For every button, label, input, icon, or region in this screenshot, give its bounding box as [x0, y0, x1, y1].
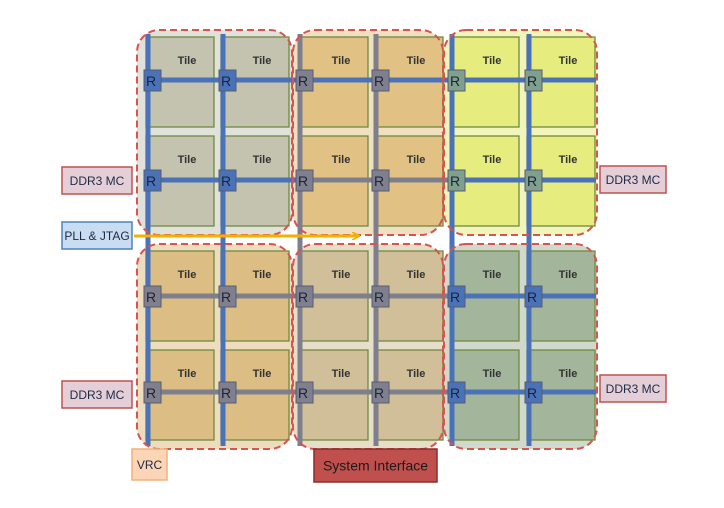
tile-label: Tile	[178, 368, 197, 380]
pll-jtag-block-label: PLL & JTAG	[64, 229, 129, 243]
router	[295, 381, 314, 404]
router-label: R	[298, 73, 308, 89]
router	[524, 381, 543, 404]
tile-label: Tile	[483, 55, 502, 67]
tile-label: Tile	[407, 368, 426, 380]
router	[371, 69, 390, 92]
tile-label: Tile	[559, 55, 578, 67]
router	[143, 285, 162, 308]
router	[295, 69, 314, 92]
router	[447, 69, 466, 92]
router-label: R	[298, 289, 308, 305]
vrc-block-label: VRC	[137, 458, 163, 472]
router-label: R	[146, 73, 156, 89]
router-label: R	[298, 385, 308, 401]
router	[371, 285, 390, 308]
router	[295, 169, 314, 192]
tile-label: Tile	[483, 368, 502, 380]
tile-label: Tile	[178, 55, 197, 67]
tile-label: Tile	[332, 154, 351, 166]
router-label: R	[450, 289, 460, 305]
router-label: R	[374, 173, 384, 189]
tile-label: Tile	[253, 55, 272, 67]
ddr3-mc-right-bottom-label: DDR3 MC	[606, 382, 661, 396]
tile-label: Tile	[178, 154, 197, 166]
tile-label: Tile	[253, 269, 272, 281]
router	[371, 169, 390, 192]
tile-label: Tile	[407, 269, 426, 281]
tile-label: Tile	[559, 154, 578, 166]
routers: R R R R R R R R R R R R R R R R R R R R R R R R	[143, 69, 543, 404]
router-label: R	[221, 73, 231, 89]
quadrant-top-right-outline	[443, 29, 598, 236]
tile-label: Tile	[407, 55, 426, 67]
tile-label: Tile	[332, 55, 351, 67]
router	[524, 169, 543, 192]
ddr3-mc-left-top	[61, 166, 133, 195]
router-label: R	[221, 385, 231, 401]
router-label: R	[146, 289, 156, 305]
router-label: R	[450, 385, 460, 401]
tile-label: Tile	[332, 269, 351, 281]
ddr3-mc-left-top-label: DDR3 MC	[70, 174, 125, 188]
router	[371, 381, 390, 404]
router-label: R	[146, 385, 156, 401]
tile-label: Tile	[483, 154, 502, 166]
router	[218, 69, 237, 92]
tile-label: Tile	[178, 269, 197, 281]
system-interface-block-label: System Interface	[323, 458, 428, 474]
router-label: R	[298, 173, 308, 189]
router	[218, 169, 237, 192]
system-interface-block	[313, 448, 438, 483]
tile-label: Tile	[407, 154, 426, 166]
router-label: R	[221, 173, 231, 189]
router-label: R	[527, 289, 537, 305]
router-label: R	[527, 173, 537, 189]
router	[143, 69, 162, 92]
vrc-block	[131, 448, 168, 481]
router	[524, 285, 543, 308]
router	[143, 169, 162, 192]
tile-label: Tile	[559, 269, 578, 281]
tile-label: Tile	[253, 154, 272, 166]
pll-jtag-block	[61, 221, 133, 250]
tile-label: Tile	[559, 368, 578, 380]
ddr3-mc-right-top	[599, 165, 667, 194]
router	[447, 381, 466, 404]
ddr3-mc-right-top-label: DDR3 MC	[606, 173, 661, 187]
router	[218, 381, 237, 404]
router-label: R	[374, 73, 384, 89]
router-label: R	[374, 289, 384, 305]
tile-label: Tile	[253, 368, 272, 380]
router-label: R	[221, 289, 231, 305]
ddr3-mc-right-bottom	[599, 374, 667, 403]
ddr3-mc-left-bottom-label: DDR3 MC	[70, 388, 125, 402]
router-label: R	[450, 173, 460, 189]
router	[295, 285, 314, 308]
router	[447, 285, 466, 308]
router-label: R	[527, 73, 537, 89]
router	[218, 285, 237, 308]
tile-label: Tile	[483, 269, 502, 281]
router	[143, 381, 162, 404]
ddr3-mc-left-bottom	[61, 380, 133, 409]
tile-label: Tile	[332, 368, 351, 380]
router	[447, 169, 466, 192]
router-label: R	[374, 385, 384, 401]
router-label: R	[450, 73, 460, 89]
io-blocks: DDR3 MC DDR3 MC DDR3 MC DDR3 MC PLL & JTAG VR…	[61, 165, 667, 483]
router-label: R	[527, 385, 537, 401]
router	[524, 69, 543, 92]
router-label: R	[146, 173, 156, 189]
quadrant-bottom-right-outline	[443, 243, 598, 450]
